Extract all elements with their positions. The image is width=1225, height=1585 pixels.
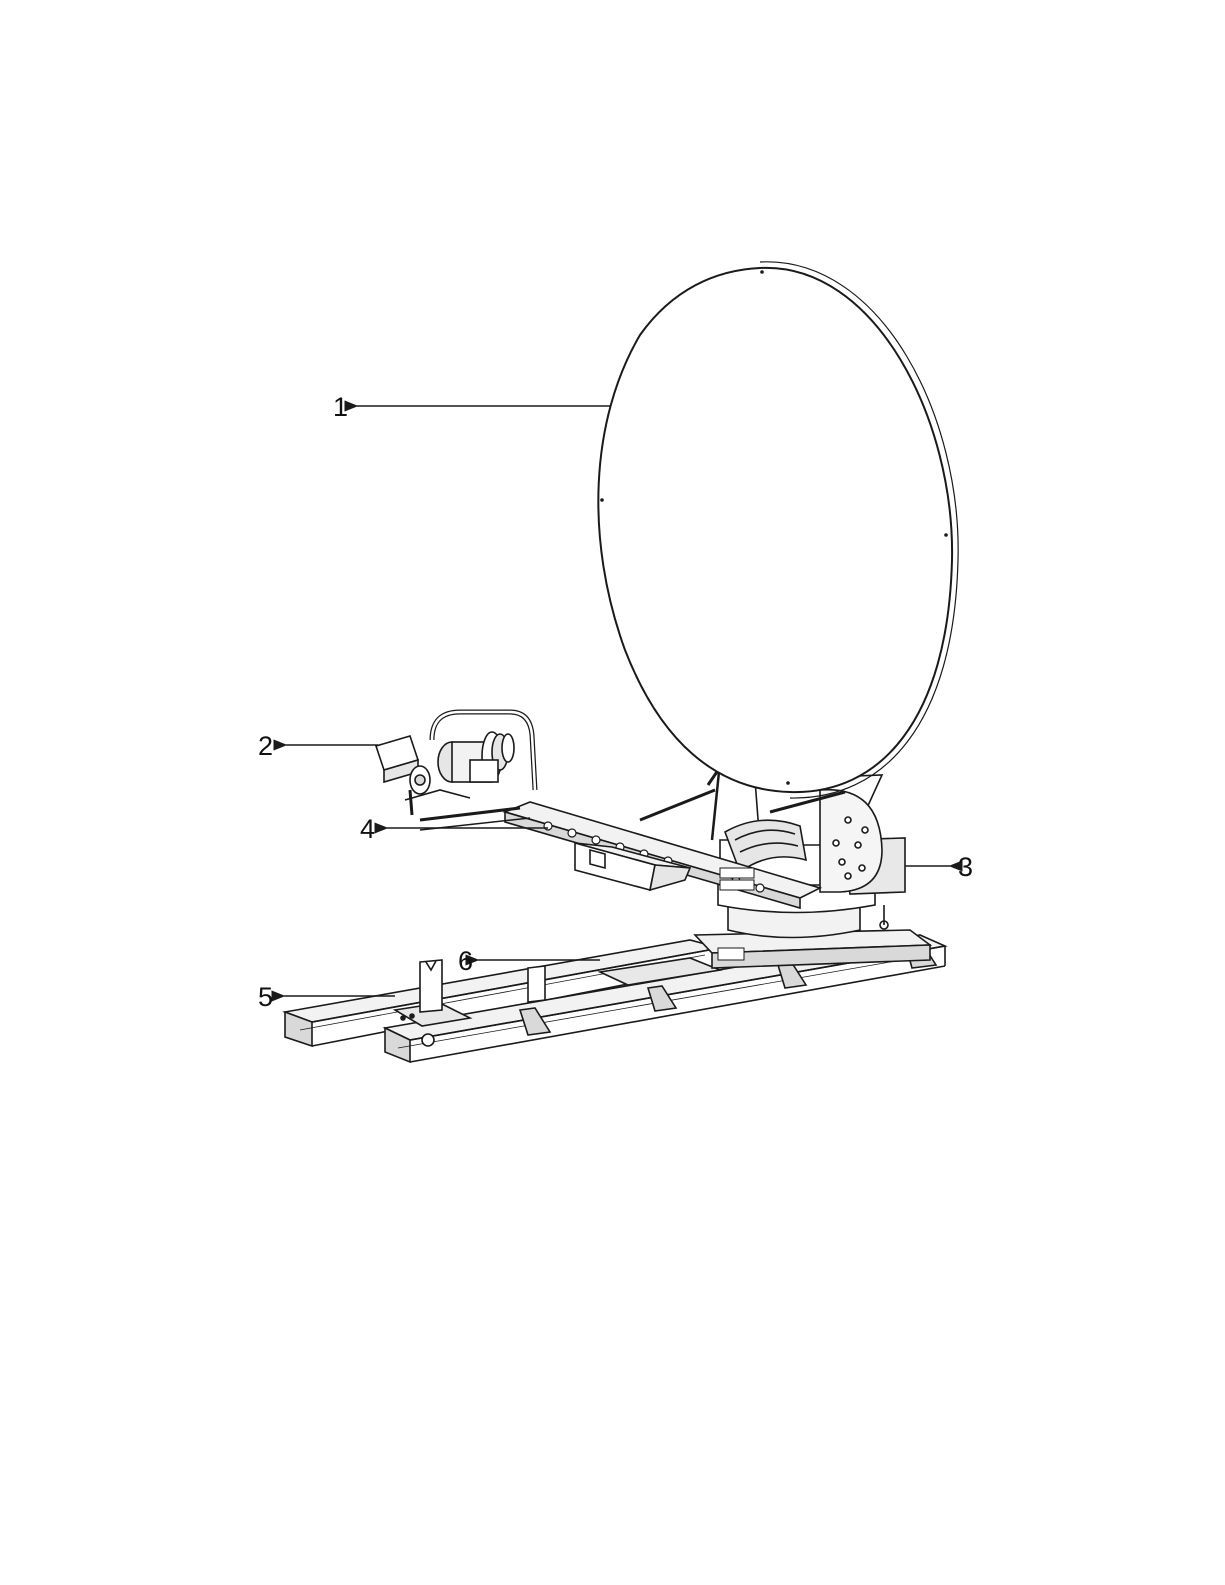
callout-2: 2 [258,731,378,761]
reflector-dish [598,262,958,798]
pedestal-positioner [718,775,905,938]
callout-1-number: 1 [333,392,348,422]
callout-6-number: 6 [458,946,473,976]
feed-assembly [376,712,535,815]
callout-4-number: 4 [360,814,375,844]
callout-5-number: 5 [258,982,273,1012]
callout-1: 1 [333,392,610,422]
callout-3: 3 [905,852,973,882]
callout-2-number: 2 [258,731,273,761]
callout-3-number: 3 [958,852,973,882]
